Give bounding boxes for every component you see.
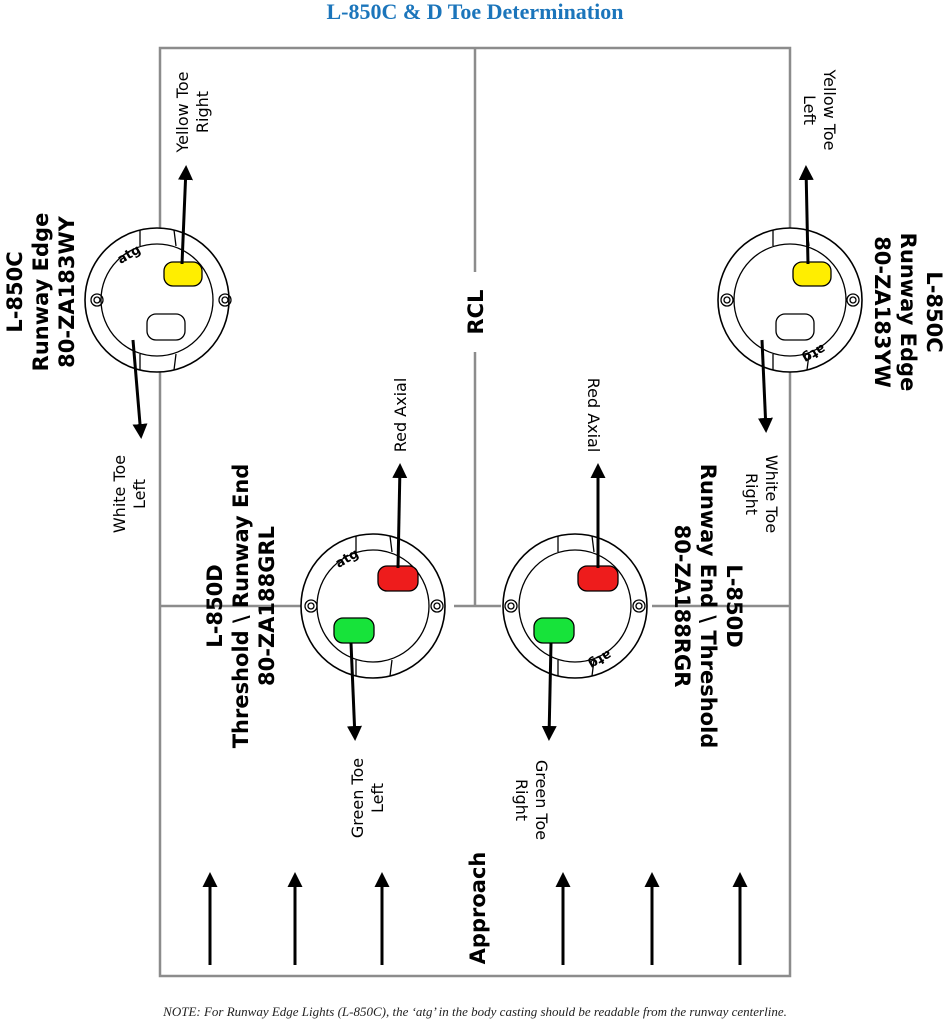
footer-note: NOTE: For Runway Edge Lights (L-850C), t… <box>162 1004 787 1019</box>
mount-hole-icon <box>632 599 646 613</box>
left-threshold-part: 80-ZA188GRL <box>255 526 279 686</box>
red-lens-icon <box>577 565 619 592</box>
yellow-toe-arrow-icon <box>798 165 814 265</box>
green-toe-arrow-icon <box>541 642 557 741</box>
left-edge-part: 80-ZA183WY <box>55 215 79 367</box>
right-yellow-toe-label: Yellow Toe <box>820 68 839 150</box>
mount-hole-icon <box>720 293 734 307</box>
right-edge-part: 80-ZA183YW <box>870 236 894 388</box>
green-toe-arrow-icon <box>347 642 362 741</box>
mount-hole-icon <box>218 293 232 307</box>
left-green-toe-side: Left <box>368 783 387 813</box>
right-edge-model: L-850C <box>922 271 946 352</box>
mount-hole-icon <box>504 599 518 613</box>
right-white-toe-side: Right <box>742 473 761 515</box>
right-edge-fixture: atg <box>717 165 863 433</box>
approach-arrows <box>202 872 748 965</box>
green-lens-icon <box>333 617 375 644</box>
right-threshold-part: 80-ZA188RGR <box>670 525 694 688</box>
left-edge-name: Runway Edge <box>29 213 53 372</box>
diagram-title: L-850C & D Toe Determination <box>327 0 624 24</box>
white-lens-icon <box>146 313 186 341</box>
yellow-toe-arrow-icon <box>178 165 193 265</box>
yellow-lens-icon <box>792 261 832 287</box>
white-lens-icon <box>775 313 815 341</box>
left-threshold-name: Threshold \ Runway End <box>229 464 253 749</box>
red-lens-icon <box>377 565 419 592</box>
right-white-toe-label: White Toe <box>762 455 781 533</box>
right-green-toe-label: Green Toe <box>532 760 551 840</box>
centerline-label: RCL <box>464 290 488 335</box>
yellow-lens-icon <box>163 261 203 287</box>
right-threshold-fixture: atg <box>502 463 648 741</box>
left-red-axial-label: Red Axial <box>391 378 410 453</box>
left-white-toe-label: White Toe <box>110 455 129 533</box>
left-white-toe-side: Left <box>130 479 149 509</box>
mount-hole-icon <box>90 293 104 307</box>
mount-hole-icon <box>304 599 318 613</box>
left-yellow-toe-side: Right <box>193 91 212 133</box>
mount-hole-icon <box>846 293 860 307</box>
right-green-toe-side: Right <box>512 779 531 821</box>
right-threshold-model: L-850D <box>722 564 746 647</box>
right-yellow-toe-side: Left <box>800 95 819 125</box>
right-red-axial-label: Red Axial <box>584 378 603 453</box>
green-lens-icon <box>533 617 575 644</box>
left-yellow-toe-label: Yellow Toe <box>173 71 192 153</box>
runway-outline <box>158 46 792 978</box>
approach-label: Approach <box>466 852 490 965</box>
left-green-toe-label: Green Toe <box>348 758 367 838</box>
left-edge-model: L-850C <box>3 251 27 332</box>
left-edge-fixture: atg <box>84 165 232 439</box>
right-edge-name: Runway Edge <box>896 233 920 392</box>
red-axial-arrow-icon <box>392 463 408 569</box>
left-threshold-model: L-850D <box>203 564 227 647</box>
left-threshold-fixture: atg <box>300 463 446 741</box>
mount-hole-icon <box>430 599 444 613</box>
white-toe-arrow-icon <box>757 339 773 433</box>
right-threshold-name: Runway End \ Threshold <box>696 464 720 749</box>
white-toe-arrow-icon <box>131 339 148 439</box>
